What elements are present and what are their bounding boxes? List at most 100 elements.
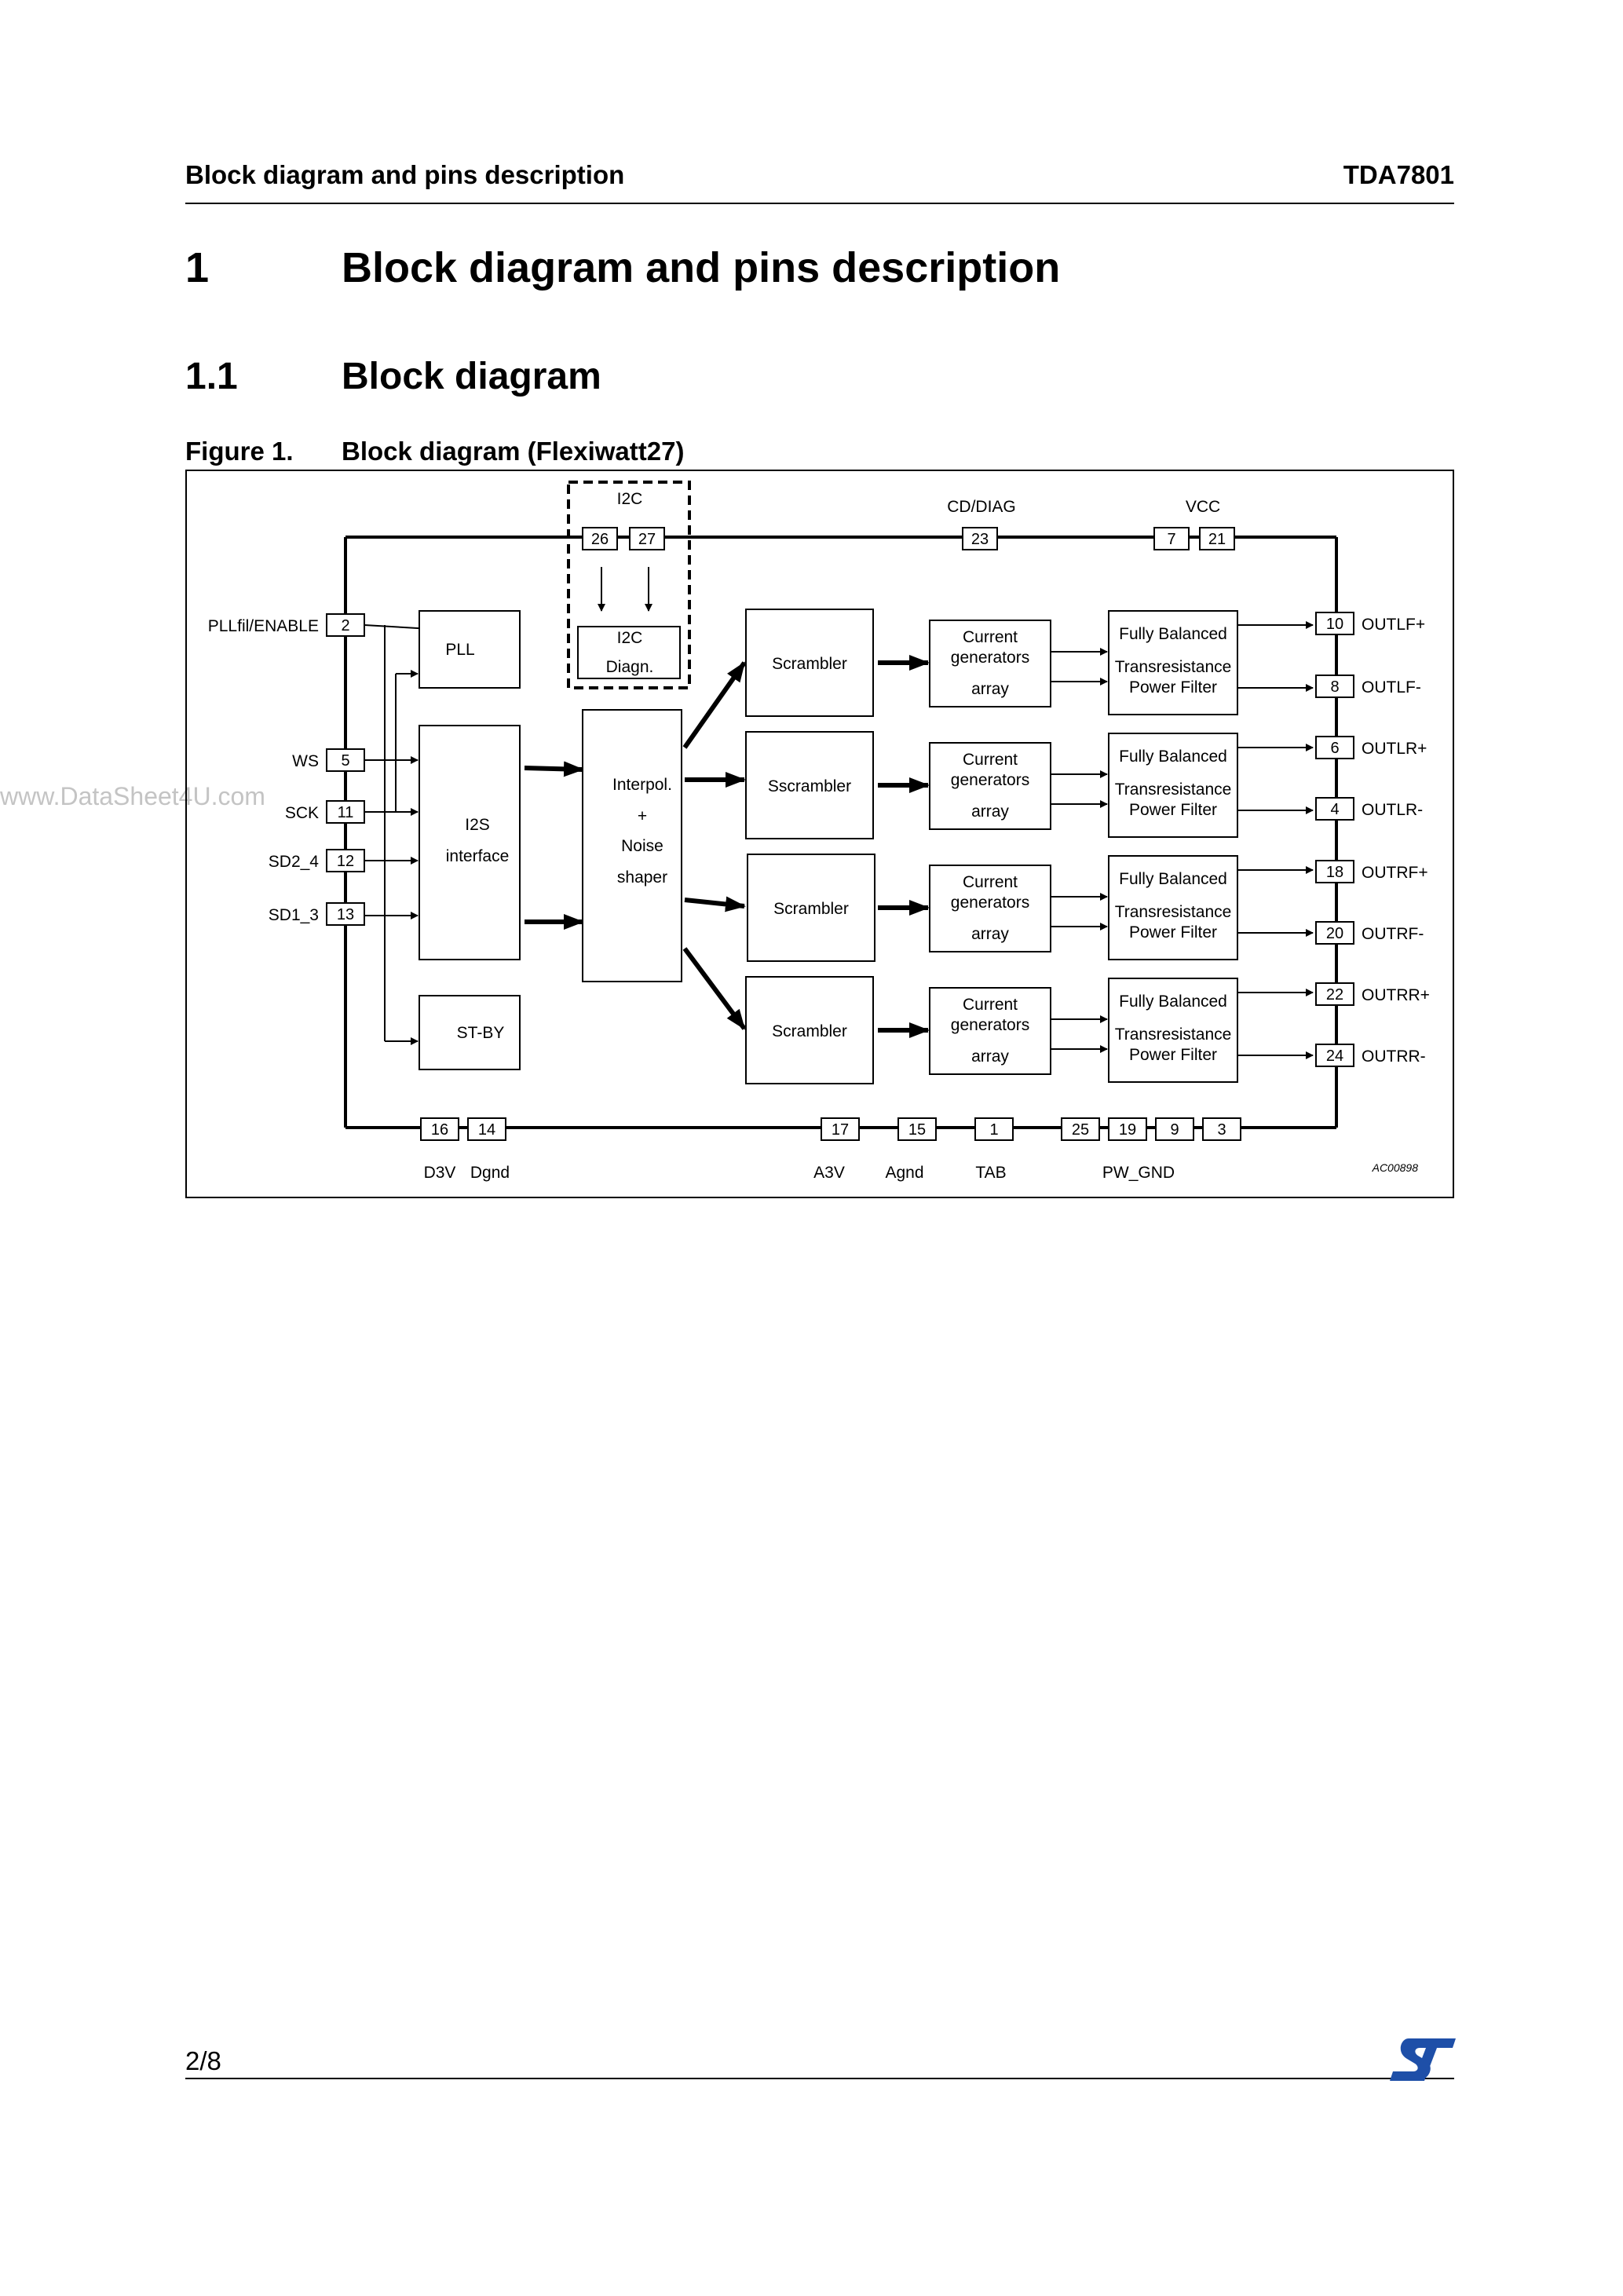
- power-filter-label: Power Filter: [1129, 801, 1217, 819]
- pin-18: 18: [1315, 860, 1354, 883]
- pin-7: 7: [1153, 527, 1190, 550]
- scrambler-label: Scrambler: [772, 1022, 847, 1040]
- power-filter-label: Fully Balanced: [1119, 870, 1227, 888]
- scrambler-block: [745, 976, 874, 1084]
- svg-text:27: 27: [638, 531, 656, 548]
- current-generators-label: Current: [963, 996, 1018, 1014]
- i2s-interface-block: [419, 725, 521, 960]
- interp-label-line2: +: [638, 807, 647, 825]
- svg-text:3: 3: [1217, 1121, 1226, 1139]
- vcc-label: VCC: [1186, 498, 1220, 516]
- power-filter-label: Fully Balanced: [1119, 993, 1227, 1011]
- pin-label-left: WS: [292, 752, 319, 770]
- scrambler-label: Scrambler: [773, 900, 849, 918]
- running-header-part-number: TDA7801: [1343, 160, 1454, 189]
- svg-text:17: 17: [832, 1121, 849, 1139]
- figure-number: Figure 1.: [185, 437, 294, 466]
- bottom-pin-group-label: TAB: [975, 1164, 1006, 1182]
- current-generators-label: Current: [963, 873, 1018, 891]
- svg-text:12: 12: [337, 853, 354, 870]
- current-generators-block: [929, 865, 1051, 952]
- pin-20: 20: [1315, 921, 1354, 945]
- power-filter-label: Fully Balanced: [1119, 748, 1227, 766]
- pin-27: 27: [629, 527, 665, 550]
- current-generators-label: generators: [951, 1016, 1029, 1034]
- current-generators-label: array: [971, 925, 1009, 943]
- figure-frame: [185, 470, 1454, 1198]
- power-filter-block: [1108, 978, 1238, 1083]
- pin-22: 22: [1315, 982, 1354, 1006]
- power-filter-label: Transresistance: [1115, 903, 1232, 921]
- pll-block: [419, 610, 521, 689]
- pin-label-right: OUTRR-: [1362, 1047, 1426, 1066]
- current-generators-block: [929, 987, 1051, 1075]
- pin-9: 9: [1155, 1117, 1194, 1141]
- power-filter-label: Power Filter: [1129, 678, 1217, 696]
- power-filter-block: [1108, 855, 1238, 960]
- section-title: Block diagram and pins description: [342, 244, 1061, 291]
- section-number: 1: [185, 244, 210, 291]
- interp-label-line4: shaper: [617, 868, 667, 887]
- svg-text:2: 2: [341, 617, 349, 634]
- bottom-pin-group-label: A3V: [813, 1164, 845, 1182]
- interp-label-line1: Interpol.: [612, 776, 672, 794]
- pin-13: 13: [326, 902, 365, 926]
- running-header-title: Block diagram and pins description: [185, 160, 625, 189]
- power-filter-label: Fully Balanced: [1119, 625, 1227, 643]
- svg-text:13: 13: [337, 906, 354, 923]
- scrambler-block: [745, 609, 874, 717]
- current-generators-label: Current: [963, 751, 1018, 769]
- interpolator-noise-shaper-block: [582, 709, 682, 982]
- pll-label: PLL: [445, 641, 474, 659]
- pin-12: 12: [326, 849, 365, 872]
- svg-text:7: 7: [1167, 531, 1175, 548]
- current-generators-label: array: [971, 680, 1009, 698]
- pin-3: 3: [1202, 1117, 1241, 1141]
- bottom-pin-group-label: Dgnd: [470, 1164, 510, 1182]
- bottom-pin-group-label: D3V: [424, 1164, 456, 1182]
- cddiag-label: CD/DIAG: [947, 498, 1016, 516]
- current-generators-label: array: [971, 803, 1009, 821]
- scrambler-label: Scrambler: [772, 655, 847, 673]
- pin-label-right: OUTRR+: [1362, 986, 1430, 1004]
- svg-text:15: 15: [908, 1121, 926, 1139]
- i2c-diag-label-line1: I2C: [617, 629, 643, 647]
- pin-label-right: OUTLF-: [1362, 678, 1421, 696]
- scrambler-block: [745, 731, 874, 839]
- power-filter-block: [1108, 610, 1238, 715]
- svg-text:18: 18: [1326, 864, 1343, 881]
- svg-text:5: 5: [341, 752, 349, 770]
- pin-6: 6: [1315, 736, 1354, 759]
- pin-8: 8: [1315, 675, 1354, 698]
- figure-title: Block diagram (Flexiwatt27): [342, 437, 685, 466]
- svg-text:1: 1: [989, 1121, 998, 1139]
- svg-text:16: 16: [431, 1121, 448, 1139]
- svg-text:11: 11: [338, 804, 354, 821]
- bottom-pin-group-label: Agnd: [885, 1164, 923, 1182]
- svg-text:19: 19: [1119, 1121, 1136, 1139]
- current-generators-label: array: [971, 1047, 1009, 1066]
- power-filter-label: Power Filter: [1129, 1046, 1217, 1064]
- pin-label-left: SD2_4: [269, 853, 320, 871]
- svg-text:25: 25: [1072, 1121, 1089, 1139]
- pin-label-left: PLLfil/ENABLE: [208, 617, 319, 635]
- bottom-pin-group-label: PW_GND: [1102, 1164, 1175, 1182]
- power-filter-label: Transresistance: [1115, 781, 1232, 799]
- i2s-label-line1: I2S: [465, 816, 490, 834]
- pin-26: 26: [582, 527, 618, 550]
- pin-15: 15: [897, 1117, 937, 1141]
- pin-label-right: OUTLR-: [1362, 801, 1423, 819]
- block-diagram: PLL I2S interface ST-BY I2C I2C Diagn. I…: [185, 470, 1454, 1202]
- power-filter-block: [1108, 733, 1238, 838]
- svg-text:20: 20: [1326, 925, 1343, 942]
- pin-10: 10: [1315, 612, 1354, 635]
- pin-label-right: OUTLR+: [1362, 740, 1427, 758]
- svg-text:9: 9: [1170, 1121, 1179, 1139]
- svg-text:26: 26: [591, 531, 609, 548]
- current-generators-label: generators: [951, 649, 1029, 667]
- header-rule: [185, 203, 1454, 204]
- power-filter-label: Power Filter: [1129, 923, 1217, 941]
